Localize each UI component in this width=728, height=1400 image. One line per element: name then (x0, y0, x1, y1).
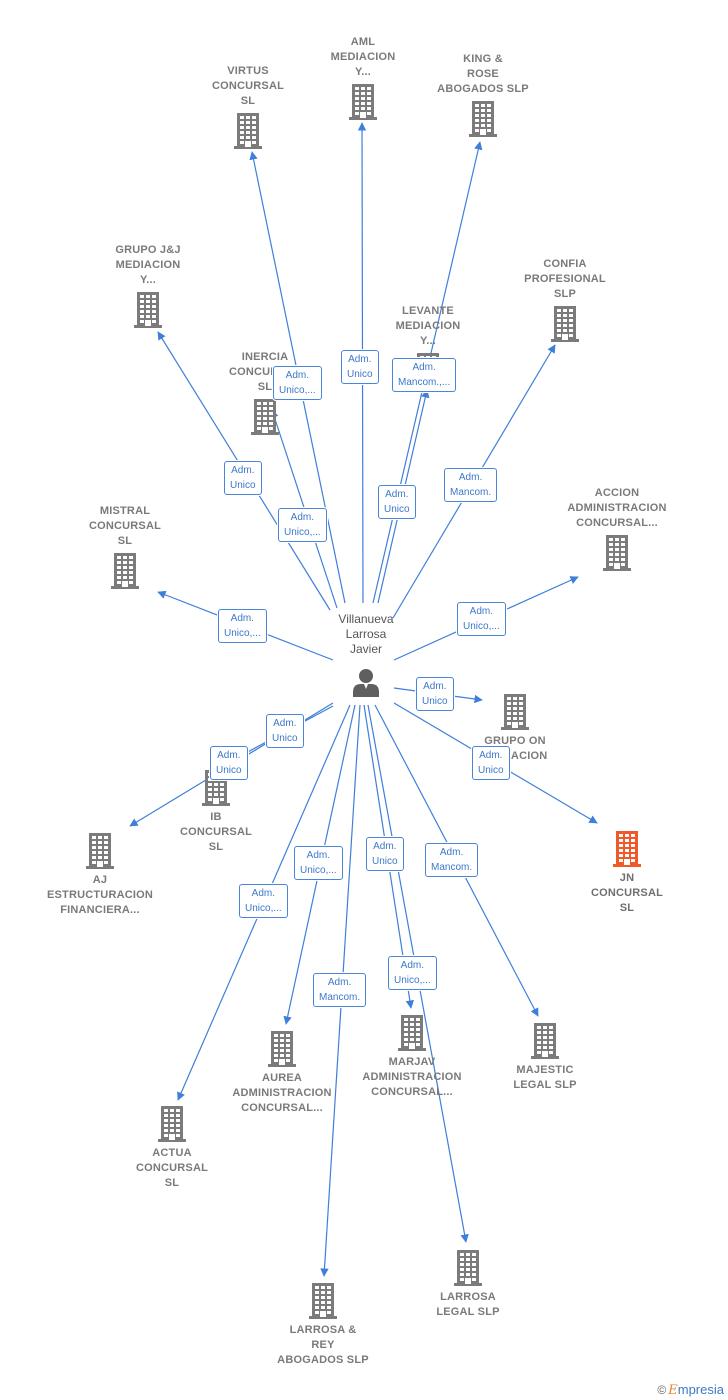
person-icon (353, 669, 379, 697)
company-name: ACCION ADMINISTRACION CONCURSAL... (567, 487, 667, 529)
company-node-grupojj[interactable]: GRUPO J&J MEDIACION Y... (83, 243, 213, 328)
role-label-mistral[interactable]: Adm. Unico,... (218, 609, 267, 643)
brand-name: mpresia (677, 1382, 724, 1397)
company-name: AJ ESTRUCTURACION FINANCIERA... (46, 874, 154, 916)
role-label-inercia[interactable]: Adm. Unico,... (278, 508, 327, 542)
role-label-grupoon[interactable]: Adm. Unico (416, 677, 454, 711)
role-label-accion[interactable]: Adm. Unico,... (457, 602, 506, 636)
building-icon (531, 1023, 559, 1059)
building-icon (398, 1015, 426, 1051)
company-name: AML MEDIACION Y... (330, 36, 396, 78)
company-name: AUREA ADMINISTRACION CONCURSAL... (232, 1072, 332, 1114)
company-node-virtus[interactable]: VIRTUS CONCURSAL SL (183, 64, 313, 149)
company-node-aml[interactable]: AML MEDIACION Y... (298, 35, 428, 120)
brand-initial: E (668, 1383, 678, 1398)
company-node-jn[interactable]: JN CONCURSAL SL (562, 831, 692, 916)
company-name: CONFIA PROFESIONAL SLP (524, 258, 606, 300)
company-name: ACTUA CONCURSAL SL (135, 1147, 209, 1189)
building-icon (349, 84, 377, 120)
company-node-aj[interactable]: AJ ESTRUCTURACION FINANCIERA... (35, 833, 165, 918)
building-icon (613, 831, 641, 867)
person-name: Villanueva Larrosa Javier (338, 612, 394, 656)
copyright-symbol: © (657, 1383, 667, 1397)
company-node-marjav[interactable]: MARJAV ADMINISTRACION CONCURSAL... (347, 1015, 477, 1100)
company-node-grupoon[interactable]: GRUPO ON MEDIACION (450, 694, 580, 764)
building-icon (454, 1250, 482, 1286)
building-icon (234, 113, 262, 149)
building-icon (158, 1106, 186, 1142)
company-name: MARJAV ADMINISTRACION CONCURSAL... (362, 1056, 462, 1098)
building-icon (501, 694, 529, 730)
company-name: GRUPO J&J MEDIACION Y... (115, 244, 181, 286)
company-name: VIRTUS CONCURSAL SL (211, 65, 285, 107)
role-label-aml[interactable]: Adm. Unico (341, 350, 379, 384)
company-name: MISTRAL CONCURSAL SL (88, 505, 162, 547)
company-node-actua[interactable]: ACTUA CONCURSAL SL (107, 1106, 237, 1191)
company-node-confia[interactable]: CONFIA PROFESIONAL SLP (500, 257, 630, 342)
company-name: LARROSA LEGAL SLP (436, 1291, 500, 1318)
role-label-ib[interactable]: Adm. Unico (266, 714, 304, 748)
role-label-marjav[interactable]: Adm. Unico (366, 837, 404, 871)
company-node-ib[interactable]: IB CONCURSAL SL (151, 770, 281, 855)
role-label-confia[interactable]: Adm. Mancom. (444, 468, 498, 502)
building-icon (603, 535, 631, 571)
person-node[interactable]: Villanueva Larrosa Javier (320, 612, 412, 697)
role-label-jn[interactable]: Adm. Unico (472, 746, 510, 780)
company-name: KING & ROSE ABOGADOS SLP (437, 53, 529, 95)
company-name: LARROSA & REY ABOGADOS SLP (277, 1324, 369, 1366)
role-label-grupojj[interactable]: Adm. Unico (224, 461, 262, 495)
building-icon (251, 399, 279, 435)
company-node-majestic[interactable]: MAJESTIC LEGAL SLP (480, 1023, 610, 1093)
company-node-aurea[interactable]: AUREA ADMINISTRACION CONCURSAL... (217, 1031, 347, 1116)
brand-footer: ©Empresia (657, 1382, 724, 1398)
building-icon (469, 101, 497, 137)
company-name: LEVANTE MEDIACION Y... (395, 305, 461, 347)
company-name: IB CONCURSAL SL (179, 811, 253, 853)
role-label-virtus[interactable]: Adm. Unico,... (273, 366, 322, 400)
building-icon (309, 1283, 337, 1319)
building-icon (551, 306, 579, 342)
building-icon (111, 553, 139, 589)
company-node-larrosalegal[interactable]: LARROSA LEGAL SLP (403, 1250, 533, 1320)
role-label-aurea[interactable]: Adm. Unico,... (294, 846, 343, 880)
role-label-actua[interactable]: Adm. Unico,... (239, 884, 288, 918)
role-label-larrosarey[interactable]: Adm. Mancom. (313, 973, 367, 1007)
role-label-aj[interactable]: Adm. Unico (210, 746, 248, 780)
company-name: GRUPO ON MEDIACION (482, 735, 548, 762)
company-node-accion[interactable]: ACCION ADMINISTRACION CONCURSAL... (552, 486, 682, 571)
role-label-levante[interactable]: Adm. Unico (378, 485, 416, 519)
company-name: MAJESTIC LEGAL SLP (513, 1064, 577, 1091)
company-node-mistral[interactable]: MISTRAL CONCURSAL SL (60, 504, 190, 589)
role-label-king[interactable]: Adm. Mancom.,... (392, 358, 457, 392)
building-icon (134, 292, 162, 328)
building-icon (268, 1031, 296, 1067)
company-node-king[interactable]: KING & ROSE ABOGADOS SLP (418, 52, 548, 137)
company-name: JN CONCURSAL SL (590, 872, 664, 914)
role-label-majestic[interactable]: Adm. Mancom. (425, 843, 479, 877)
role-label-larrosalegal[interactable]: Adm. Unico,... (388, 956, 437, 990)
building-icon (86, 833, 114, 869)
company-node-larrosarey[interactable]: LARROSA & REY ABOGADOS SLP (258, 1283, 388, 1368)
